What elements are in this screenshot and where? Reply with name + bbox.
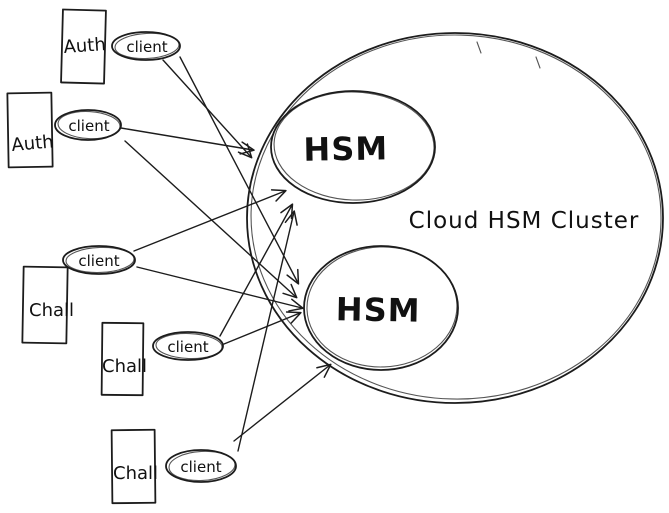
arrow-client5-hsm2 (233, 363, 332, 442)
arrow-client3-hsm1 (133, 189, 287, 252)
client-node-5 (165, 449, 237, 483)
hsm-node-2-label: HSM (336, 290, 421, 329)
auth-app-box-1 (60, 8, 107, 85)
sketch-tick-1 (476, 41, 482, 54)
cluster-label: Cloud HSM Cluster (409, 208, 640, 234)
cluster-boundary (246, 32, 664, 404)
chall-app-label-3: Chall (113, 463, 158, 484)
client-node-label-5: client (180, 458, 221, 476)
client-node-label-4: client (167, 338, 208, 356)
auth-app-label-2: Auth (11, 131, 55, 156)
client-node-4 (152, 331, 224, 361)
arrow-client4-hsm2 (223, 311, 302, 345)
hsm-node-1-label: HSM (303, 129, 388, 168)
arrow-client3-hsm2 (136, 266, 304, 312)
auth-app-box-2 (6, 91, 54, 169)
chall-app-box-1 (21, 265, 69, 345)
connection-arrows (120, 56, 332, 452)
chall-app-label-2: Chall (102, 356, 147, 377)
arrow-client5-hsm1 (237, 210, 298, 452)
auth-app-label-1: Auth (63, 34, 107, 58)
arrow-client4-hsm1 (219, 203, 294, 337)
client-node-label-3: client (78, 252, 119, 270)
hsm-node-2 (303, 245, 459, 371)
client-node-label-1: client (126, 38, 167, 56)
chall-app-box-3 (110, 428, 157, 505)
arrow-client2-hsm1 (120, 127, 255, 155)
arrow-client1-hsm2 (179, 56, 300, 285)
sketch-tick-2 (535, 56, 541, 69)
client-node-3 (62, 245, 136, 275)
arrow-client2-hsm2 (124, 140, 298, 299)
client-node-1 (111, 31, 181, 61)
client-node-2 (54, 109, 122, 141)
chall-app-label-1: Chall (29, 300, 74, 321)
hsm-node-1 (270, 90, 436, 204)
chall-app-box-2 (100, 321, 145, 397)
client-node-label-2: client (68, 117, 109, 135)
